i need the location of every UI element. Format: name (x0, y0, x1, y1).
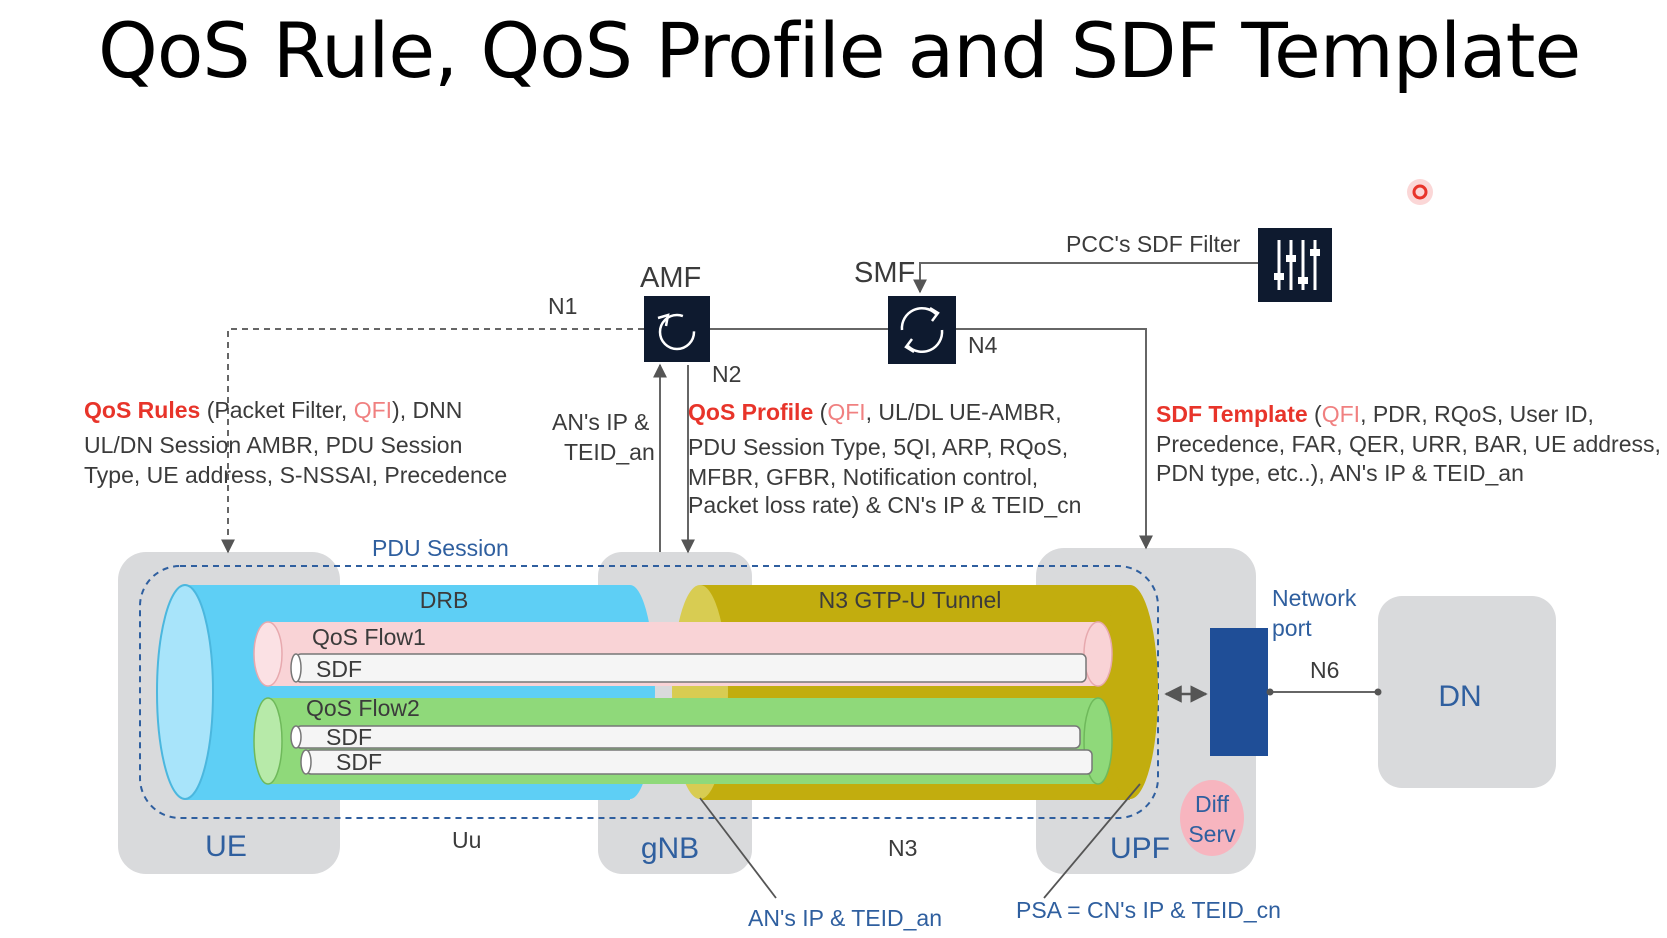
diffserv-line1: Diff (1195, 791, 1230, 817)
drb-label: DRB (420, 587, 469, 613)
pcc-filter-link (913, 262, 1258, 294)
pdu-session-boundary (139, 565, 1159, 819)
sdf-pipe (300, 749, 1093, 775)
smf-label: SMF (854, 257, 915, 289)
gnb-label: gNB (641, 832, 699, 865)
ue-label: UE (205, 830, 247, 863)
sync-icon (900, 306, 944, 354)
sdf-pipe (290, 653, 1087, 683)
dn-zone (1378, 596, 1556, 788)
page-title: QoS Rule, QoS Profile and SDF Template (98, 6, 1581, 95)
network-port-line2: port (1272, 615, 1312, 641)
n3-label: N3 (888, 835, 917, 861)
record-indicator-icon (1407, 179, 1433, 205)
sliders-icon (1274, 240, 1320, 290)
qos-flow1-label: QoS Flow1 (312, 624, 426, 650)
an-ip-pointer (699, 797, 777, 899)
sdf-template-line2: Precedence, FAR, QER, URR, BAR, UE addre… (1156, 431, 1661, 457)
sdf-template-text: SDF Template (QFI, PDR, RQoS, User ID, (1156, 401, 1594, 427)
sdf-label: SDF (326, 724, 372, 750)
sdf-label: SDF (316, 656, 362, 682)
qos-rules-text: QoS Rules (Packet Filter, QFI), DNN (84, 397, 462, 423)
refresh-icon (657, 313, 696, 351)
qos-profile-line4: Packet loss rate) & CN's IP & TEID_cn (688, 492, 1081, 518)
qos-rules-line3: Type, UE address, S-NSSAI, Precedence (84, 462, 507, 488)
pdu-session-label: PDU Session (372, 535, 509, 561)
n4-label: N4 (968, 332, 998, 358)
qos-profile-label: QoS Profile (688, 399, 813, 425)
an-ip-line2: TEID_an (564, 439, 655, 465)
n1-link (221, 328, 644, 554)
sdf-template-line3: PDN type, etc..), AN's IP & TEID_an (1156, 460, 1524, 486)
dn-label: DN (1438, 680, 1481, 713)
sdf-template-label: SDF Template (1156, 401, 1308, 427)
amf-label: AMF (640, 262, 701, 294)
qos-rules-line2: UL/DN Session AMBR, PDU Session (84, 432, 462, 458)
amf-node (644, 296, 710, 362)
upf-label: UPF (1110, 832, 1170, 865)
pcc-filter-label: PCC's SDF Filter (1066, 231, 1241, 257)
qos-flow2-label: QoS Flow2 (306, 695, 420, 721)
bottom-psa-label: PSA = CN's IP & TEID_cn (1016, 897, 1281, 923)
bottom-an-label: AN's IP & TEID_an (748, 905, 942, 931)
sdf-pipe (290, 725, 1081, 749)
qos-profile-line2: PDU Session Type, 5QI, ARP, RQoS, (688, 434, 1068, 460)
network-port-line1: Network (1272, 585, 1357, 611)
n6-label: N6 (1310, 657, 1339, 683)
qos-rules-label: QoS Rules (84, 397, 200, 423)
an-ip-line1: AN's IP & (552, 409, 649, 435)
diffserv-badge (1180, 780, 1244, 856)
n4-link (956, 328, 1153, 550)
sdf-label: SDF (336, 749, 382, 775)
diffserv-line2: Serv (1188, 821, 1236, 847)
network-port (1210, 628, 1268, 756)
qos-profile-line3: MFBR, GFBR, Notification control, (688, 464, 1038, 490)
pcc-node (1258, 228, 1332, 302)
smf-node (888, 296, 956, 364)
n1-label: N1 (548, 293, 577, 319)
n3-tunnel-label: N3 GTP-U Tunnel (819, 587, 1002, 613)
qos-profile-text: QoS Profile (QFI, UL/DL UE-AMBR, (688, 399, 1062, 425)
n2-label: N2 (712, 361, 741, 387)
uu-label: Uu (452, 827, 481, 853)
psa-pointer (1043, 783, 1141, 899)
